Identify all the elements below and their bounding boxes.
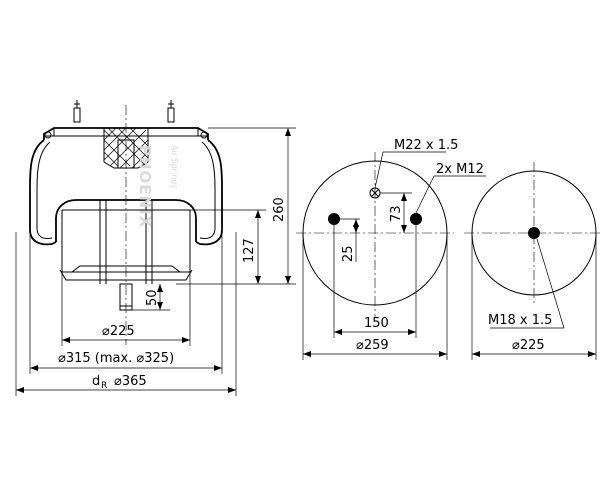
dim-stud-spacing: 150 (333, 225, 417, 338)
bellow (29, 139, 223, 246)
leader-studs: 2x M12 (415, 162, 486, 214)
watermark-brand: PHOENIX (136, 145, 154, 228)
dim-bottom-dia: ⌀225 (471, 233, 597, 360)
dim-height-mid: 127 (190, 209, 266, 284)
dim-bottom-dia-label: ⌀225 (512, 338, 545, 353)
label-bottom-thread: M18 x 1.5 (488, 313, 552, 328)
dim-offset-25-label: 25 (341, 245, 356, 262)
bottom-thread-hole (528, 227, 540, 239)
leader-port: M22 x 1.5 (374, 138, 458, 189)
dim-top-dia-label: ⌀259 (356, 338, 389, 353)
top-stud-right (167, 100, 175, 123)
stud-hole-left (328, 213, 340, 225)
dim-height-total-label: 260 (272, 197, 287, 222)
dim-stud-length-label: 50 (145, 289, 160, 306)
stud-hole-right (410, 213, 422, 225)
dim-offset-73: 73 (380, 192, 412, 233)
top-view: 73 25 M22 x 1.5 2x M12 150 (296, 138, 486, 360)
dim-max-dia-label: ⌀315 (max. ⌀325) (58, 351, 174, 366)
label-studs: 2x M12 (436, 162, 484, 177)
dim-dr-symbol: d (92, 374, 100, 389)
dim-stud-spacing-label: 150 (364, 316, 389, 331)
dim-offset-25: 25 (340, 218, 360, 262)
dim-max-dia: ⌀315 (max. ⌀325) (29, 235, 223, 374)
dim-height-total: 260 (176, 127, 296, 285)
piston (55, 199, 197, 284)
dim-height-mid-label: 127 (242, 238, 257, 263)
dim-offset-73-label: 73 (389, 205, 404, 222)
side-view: PHOENIX Air Springs 260 127 50 ⌀225 (15, 100, 296, 396)
dim-top-dia: ⌀259 (302, 233, 448, 360)
dim-dr-value: ⌀365 (114, 374, 147, 389)
bottom-view: M18 x 1.5 ⌀225 (464, 162, 600, 360)
top-stud-left (73, 100, 81, 123)
dim-piston-dia: ⌀225 (61, 272, 191, 346)
dim-dr-subscript: R (101, 381, 107, 391)
dim-dr: d R ⌀365 (15, 232, 237, 396)
leader-bottom-thread: M18 x 1.5 (488, 238, 565, 329)
bumper (103, 127, 149, 169)
dim-piston-dia-label: ⌀225 (102, 324, 135, 339)
watermark-subtitle: Air Springs (170, 145, 179, 189)
bottom-stud (119, 283, 133, 311)
dim-stud-length: 50 (132, 284, 170, 311)
label-port: M22 x 1.5 (394, 138, 458, 153)
